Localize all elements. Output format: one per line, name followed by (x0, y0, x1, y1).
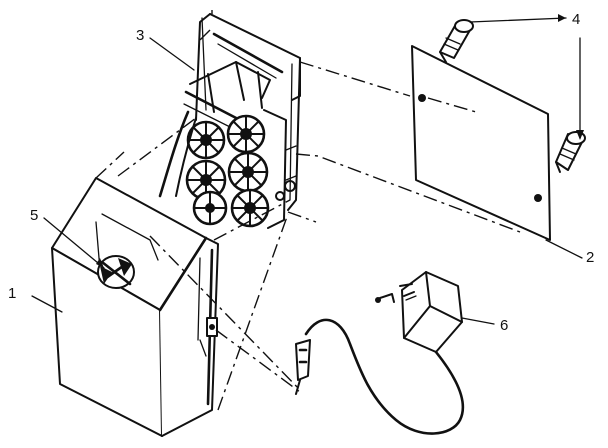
cell-end-6 (230, 188, 270, 228)
cell-end-3 (185, 159, 227, 201)
cell-end-2 (226, 114, 266, 154)
rear-housing (195, 13, 301, 211)
screw-right (555, 131, 586, 173)
screw-top (439, 19, 474, 63)
callout-3: 3 (136, 27, 144, 44)
callout-1: 1 (8, 285, 16, 302)
battery-wires (158, 110, 197, 198)
cell-end-1 (186, 120, 226, 160)
callout-4: 4 (572, 11, 580, 28)
switch-knob (97, 255, 135, 289)
callout-2: 2 (586, 249, 594, 266)
callout-5: 5 (30, 207, 38, 224)
callout-6: 6 (500, 317, 508, 334)
charger-adapter (295, 271, 465, 435)
battery-cells (183, 61, 297, 229)
front-housing (51, 177, 219, 437)
assembly-lines (95, 10, 521, 411)
cell-end-4 (227, 151, 269, 193)
leader-lines (31, 14, 584, 325)
cell-end-5 (192, 190, 228, 226)
back-cover-plate (411, 45, 551, 241)
